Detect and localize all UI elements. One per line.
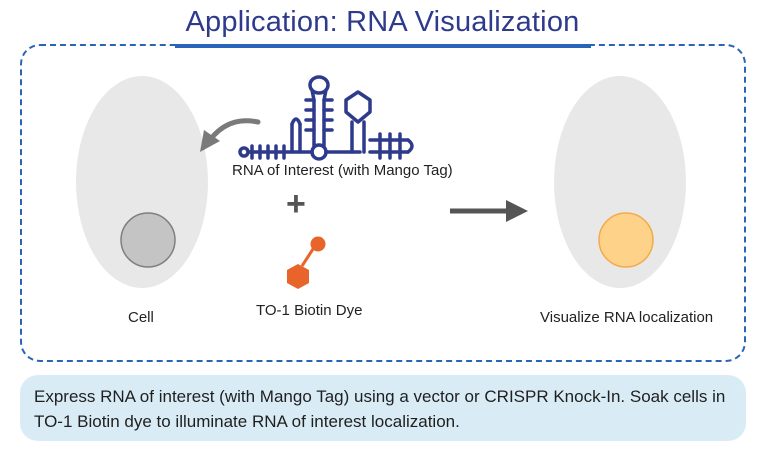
dye-label: TO-1 Biotin Dye	[256, 302, 363, 319]
rna-label: RNA of Interest (with Mango Tag)	[232, 162, 453, 179]
page-title: Application: RNA Visualization	[185, 6, 580, 38]
nucleus-left	[120, 212, 176, 268]
cell-label: Cell	[128, 309, 154, 326]
title-underline	[175, 44, 591, 48]
visualize-label: Visualize RNA localization	[540, 309, 714, 326]
nucleus-right	[598, 212, 654, 268]
caption-box: Express RNA of interest (with Mango Tag)…	[20, 375, 746, 441]
dye-molecule-icon	[287, 236, 326, 289]
curved-arrow-icon	[200, 118, 261, 152]
diagram-frame	[20, 44, 746, 362]
rna-mango-icon	[238, 75, 414, 161]
plus-sign: +	[286, 185, 306, 223]
right-arrow-icon	[450, 200, 528, 222]
